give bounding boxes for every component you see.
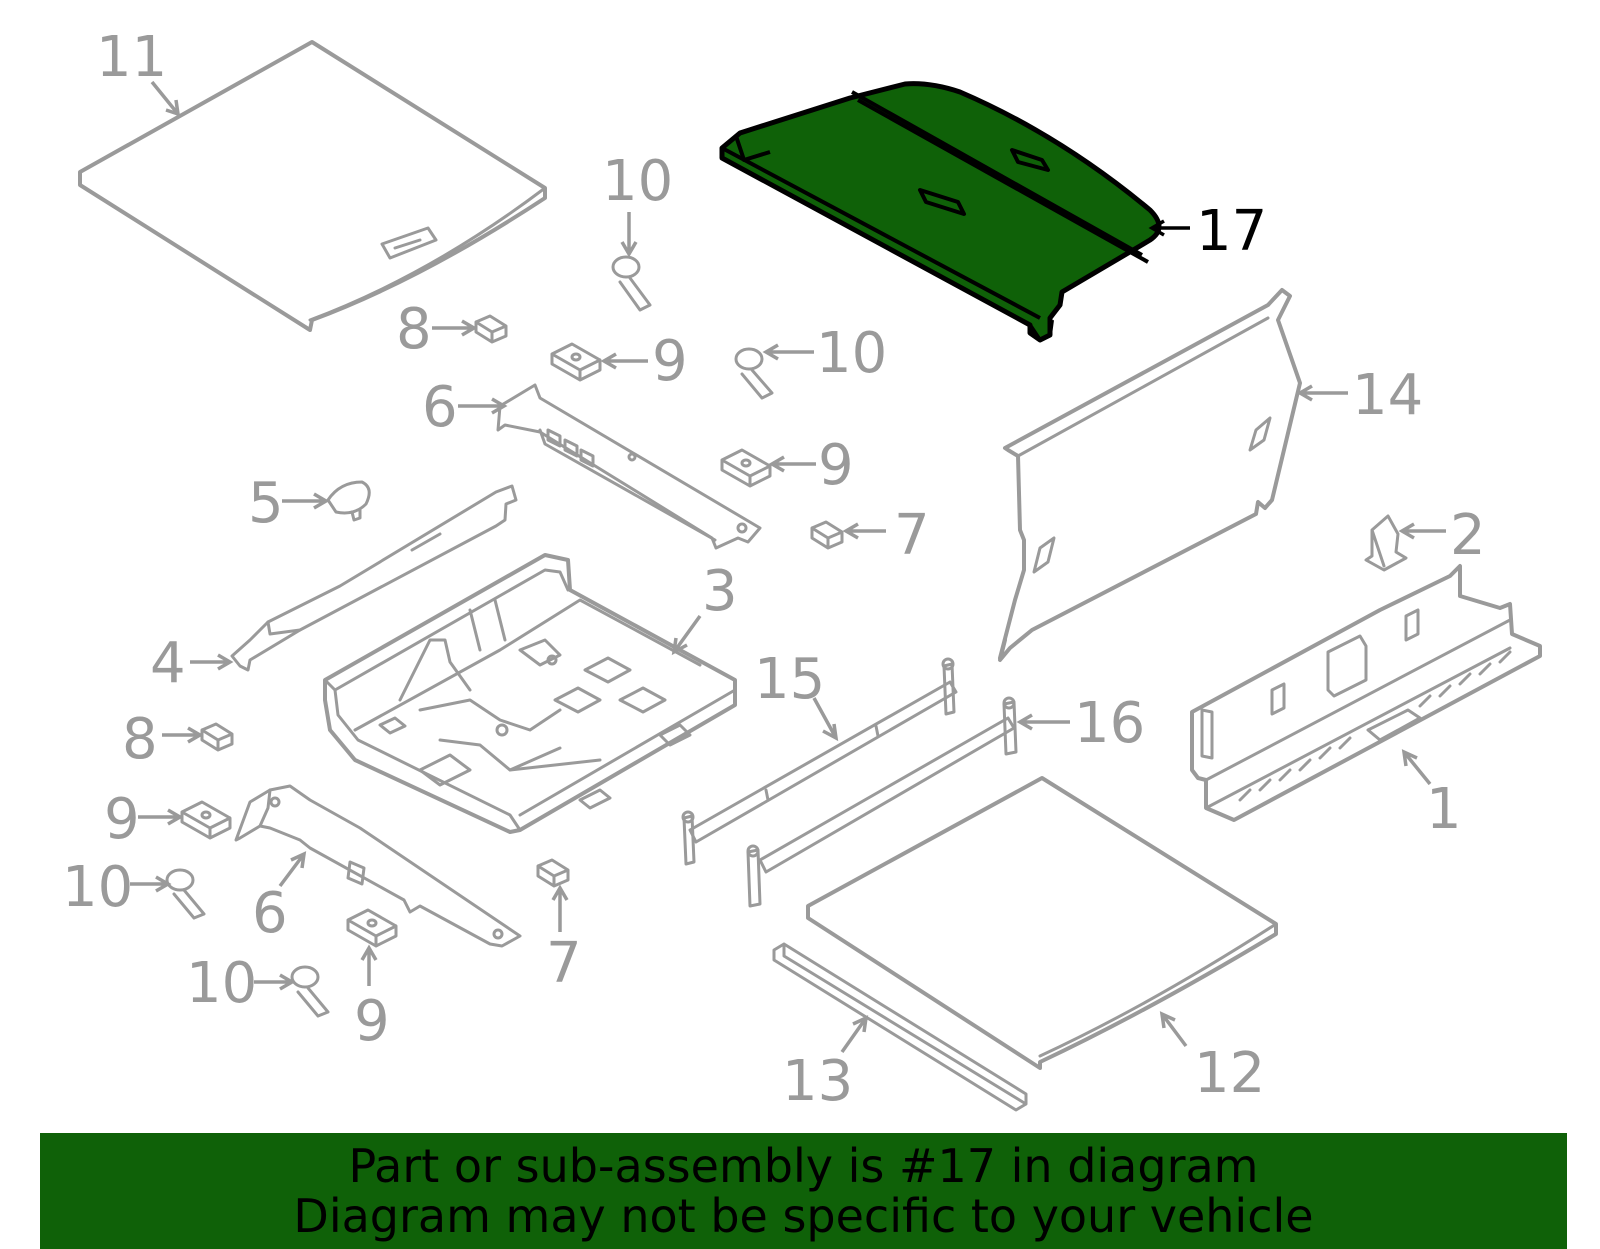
callout-1: 1 (1426, 777, 1462, 842)
callout-9: 9 (818, 433, 854, 498)
callout-10: 10 (62, 855, 133, 920)
part-5-plug (326, 480, 371, 522)
part-10-bolt-left (165, 868, 206, 920)
callout-9: 9 (354, 989, 390, 1054)
callout-3: 3 (702, 559, 738, 624)
part-7-clip-right (810, 520, 844, 550)
callout-15: 15 (754, 647, 825, 712)
callout-labels: 11 10 17 8 9 10 6 14 9 5 7 2 3 4 15 16 8… (62, 25, 1486, 1114)
callout-7: 7 (546, 931, 582, 996)
banner-line-disclaimer: Diagram may not be specific to your vehi… (293, 1189, 1314, 1243)
callout-13: 13 (782, 1049, 853, 1114)
banner-line-part: Part or sub-assembly is #17 in diagram (348, 1139, 1259, 1193)
callout-17: 17 (1196, 199, 1267, 264)
part-3-floor-pan (323, 553, 737, 834)
part-9-nut-top (550, 342, 602, 382)
callout-10: 10 (816, 321, 887, 386)
info-banner: Part or sub-assembly is #17 in diagram D… (40, 1133, 1567, 1249)
callout-5: 5 (248, 471, 284, 536)
callout-16: 16 (1074, 691, 1145, 756)
callout-7: 7 (894, 503, 930, 568)
part-16-bar (746, 696, 1018, 908)
callout-10: 10 (602, 149, 673, 214)
part-8-clip-top (474, 314, 508, 344)
part-10-bolt-bottom (290, 965, 330, 1018)
part-1-scuff-plate (1190, 564, 1542, 822)
part-17-luggage-cover[interactable] (719, 81, 1162, 343)
part-15-bar (681, 657, 958, 866)
callout-8: 8 (122, 707, 158, 772)
part-4-sill-rail (230, 484, 518, 672)
callout-arrows (130, 80, 1446, 1054)
part-9-nut-left (180, 800, 232, 840)
callout-6: 6 (422, 375, 458, 440)
part-10-bolt-mid (734, 347, 774, 400)
callout-10: 10 (186, 951, 257, 1016)
part-11-panel (78, 40, 547, 332)
part-13-strip (772, 942, 1028, 1112)
callout-4: 4 (150, 631, 186, 696)
callout-12: 12 (1194, 1041, 1265, 1106)
part-6-rail-lower (234, 784, 522, 948)
part-9-nut-right (720, 448, 772, 488)
part-10-bolt-top (611, 255, 652, 312)
part-7-clip-lower (536, 858, 570, 888)
part-9-nut-bottom (346, 908, 398, 948)
part-8-clip-left (200, 722, 234, 752)
callout-9: 9 (652, 329, 688, 394)
part-6-rail-upper (496, 383, 762, 550)
callout-6: 6 (252, 881, 288, 946)
callout-14: 14 (1352, 363, 1423, 428)
callout-11: 11 (96, 25, 167, 90)
callout-9: 9 (104, 787, 140, 852)
part-2-bracket (1364, 514, 1408, 572)
part-14-rear-panel (998, 288, 1302, 662)
callout-2: 2 (1450, 503, 1486, 568)
part-12-floor-board (806, 776, 1278, 1070)
callout-8: 8 (396, 297, 432, 362)
